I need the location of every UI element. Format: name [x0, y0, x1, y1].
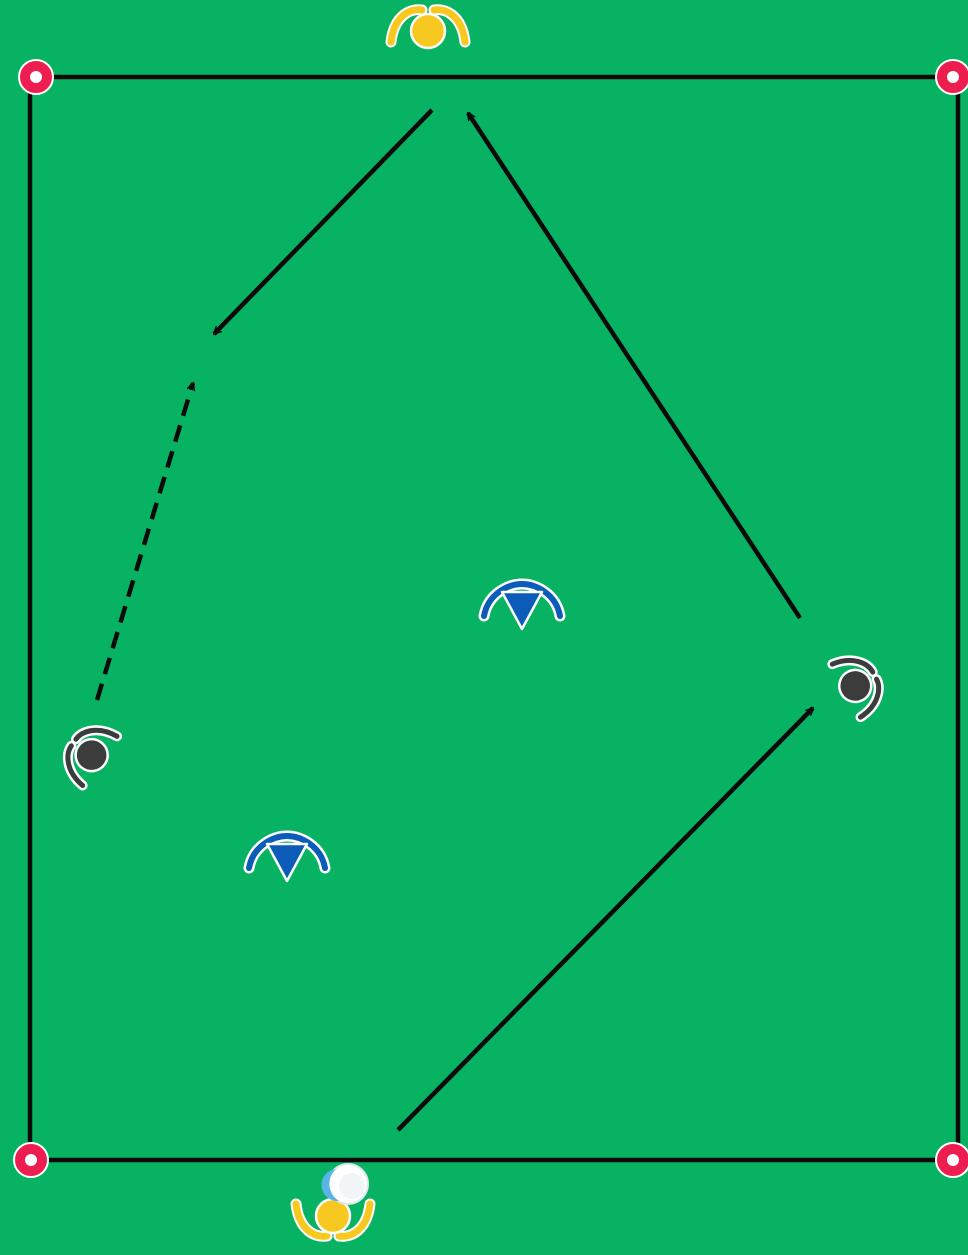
corner-marker-bottom-right [936, 1143, 968, 1177]
corner-marker-top-right [936, 60, 968, 94]
corner-marker-top-left [19, 60, 53, 94]
corner-marker-bottom-left [14, 1143, 48, 1177]
